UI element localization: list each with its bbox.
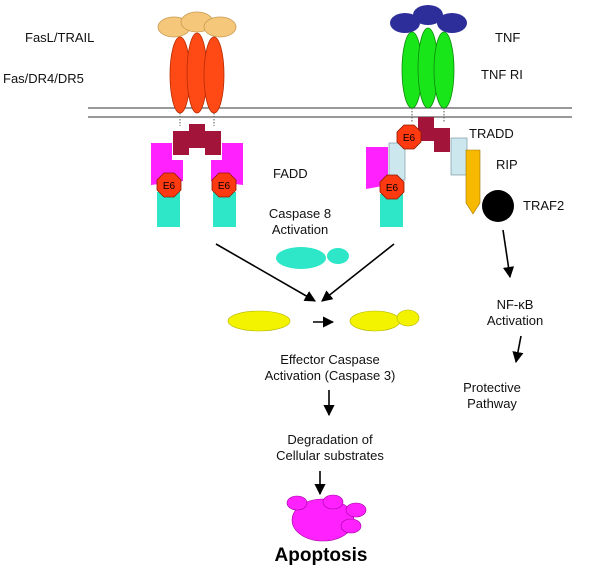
rip xyxy=(465,149,481,215)
arrow-traf2-to-nfkb xyxy=(502,229,515,279)
fas-death-domain xyxy=(173,113,221,155)
arrow-fas-to-effector xyxy=(215,243,316,302)
fas-receptor xyxy=(169,32,225,114)
label-tnf: TNF xyxy=(495,30,521,45)
arrow-tnf-to-effector xyxy=(321,243,395,302)
effector-caspase-active xyxy=(349,309,420,332)
label-rip: RIP xyxy=(496,157,518,172)
label-protective-pathway: Protective Pathway xyxy=(463,380,521,411)
label-tradd: TRADD xyxy=(469,126,514,141)
label-traf2: TRAF2 xyxy=(523,198,565,213)
svg-text:E6: E6 xyxy=(218,181,231,192)
svg-text:E6: E6 xyxy=(163,181,176,192)
caspase8-activated xyxy=(276,247,349,269)
svg-text:E6: E6 xyxy=(403,133,416,144)
label-degradation: Degradation of Cellular substrates xyxy=(276,432,384,463)
fasl-ligand xyxy=(157,11,237,38)
label-apoptosis: Apoptosis xyxy=(274,545,368,566)
effector-caspase-inactive xyxy=(227,310,291,332)
tnf-death-domain xyxy=(411,108,450,152)
e6-tnf-lower: E6 xyxy=(379,174,405,200)
label-effector-caspase: Effector Caspase Activation (Caspase 3) xyxy=(264,352,396,383)
tnf-receptor xyxy=(401,27,455,109)
caspase8-right xyxy=(380,194,403,227)
apoptotic-cell xyxy=(286,494,367,542)
fadd-right xyxy=(366,147,388,189)
tnf-ligand xyxy=(390,5,467,33)
label-fasl-trail: FasL/TRAIL xyxy=(25,30,95,45)
arrows xyxy=(215,229,524,496)
e6-fas-left: E6 xyxy=(156,172,182,198)
label-nfkb-activation: NF-κB Activation xyxy=(486,297,544,328)
arrow-nfkb-to-protective xyxy=(512,335,524,364)
e6-fas-right: E6 xyxy=(211,172,237,198)
label-fas-dr4-dr5: Fas/DR4/DR5 xyxy=(3,71,84,86)
cell-membrane xyxy=(88,107,572,118)
svg-text:E6: E6 xyxy=(386,183,399,194)
traf2 xyxy=(482,190,514,222)
label-caspase8-activation: Caspase 8 Activation xyxy=(268,206,332,237)
label-fadd: FADD xyxy=(273,166,308,181)
e6-tnf-upper: E6 xyxy=(396,124,422,150)
label-tnf-ri: TNF RI xyxy=(481,67,523,82)
caspase8-left xyxy=(157,192,236,227)
